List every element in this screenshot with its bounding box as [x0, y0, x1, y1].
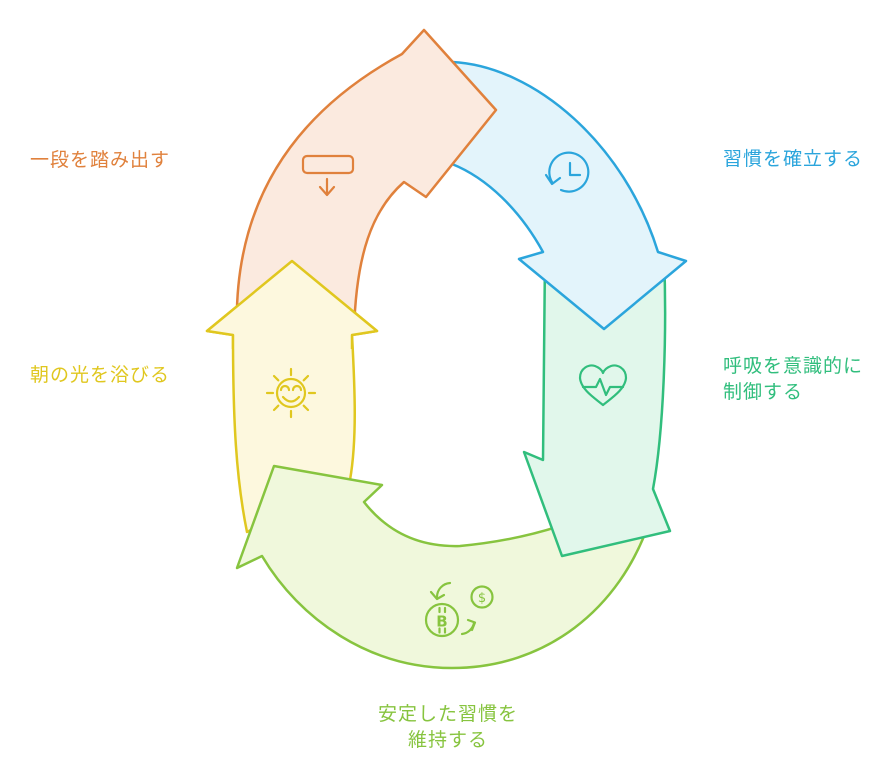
heart-pulse-icon	[578, 364, 628, 407]
step-5-label: 朝の光を浴びる	[30, 364, 170, 386]
sun-smiling-icon	[265, 367, 317, 419]
dollar-glyph: $	[478, 591, 486, 606]
clock-rotate-left-icon	[544, 151, 590, 193]
arrow-step-3-control-breathing	[522, 254, 672, 558]
step-1-label: 一段を踏み出す	[30, 149, 170, 171]
step-3-label-line1: 呼吸を意識的に	[723, 355, 863, 377]
currency-exchange-icon: $ B	[424, 581, 494, 638]
step-2-label: 習慣を確立する	[723, 148, 863, 170]
arrow-step-5-head-overlay	[207, 261, 377, 349]
arrow-step-1-take-step	[235, 28, 498, 334]
step-3-label-line2: 制御する	[723, 381, 803, 403]
step-4-label-line2: 維持する	[408, 729, 488, 751]
bitcoin-glyph: B	[436, 613, 447, 631]
step-4-label-line1: 安定した習慣を	[378, 703, 518, 725]
arrow-step-4-maintain-habit	[235, 464, 652, 670]
arrow-step-5-head-outline	[205, 259, 379, 349]
arrow-step-2-establish-habit	[450, 60, 688, 331]
insert-below-icon	[301, 154, 355, 197]
